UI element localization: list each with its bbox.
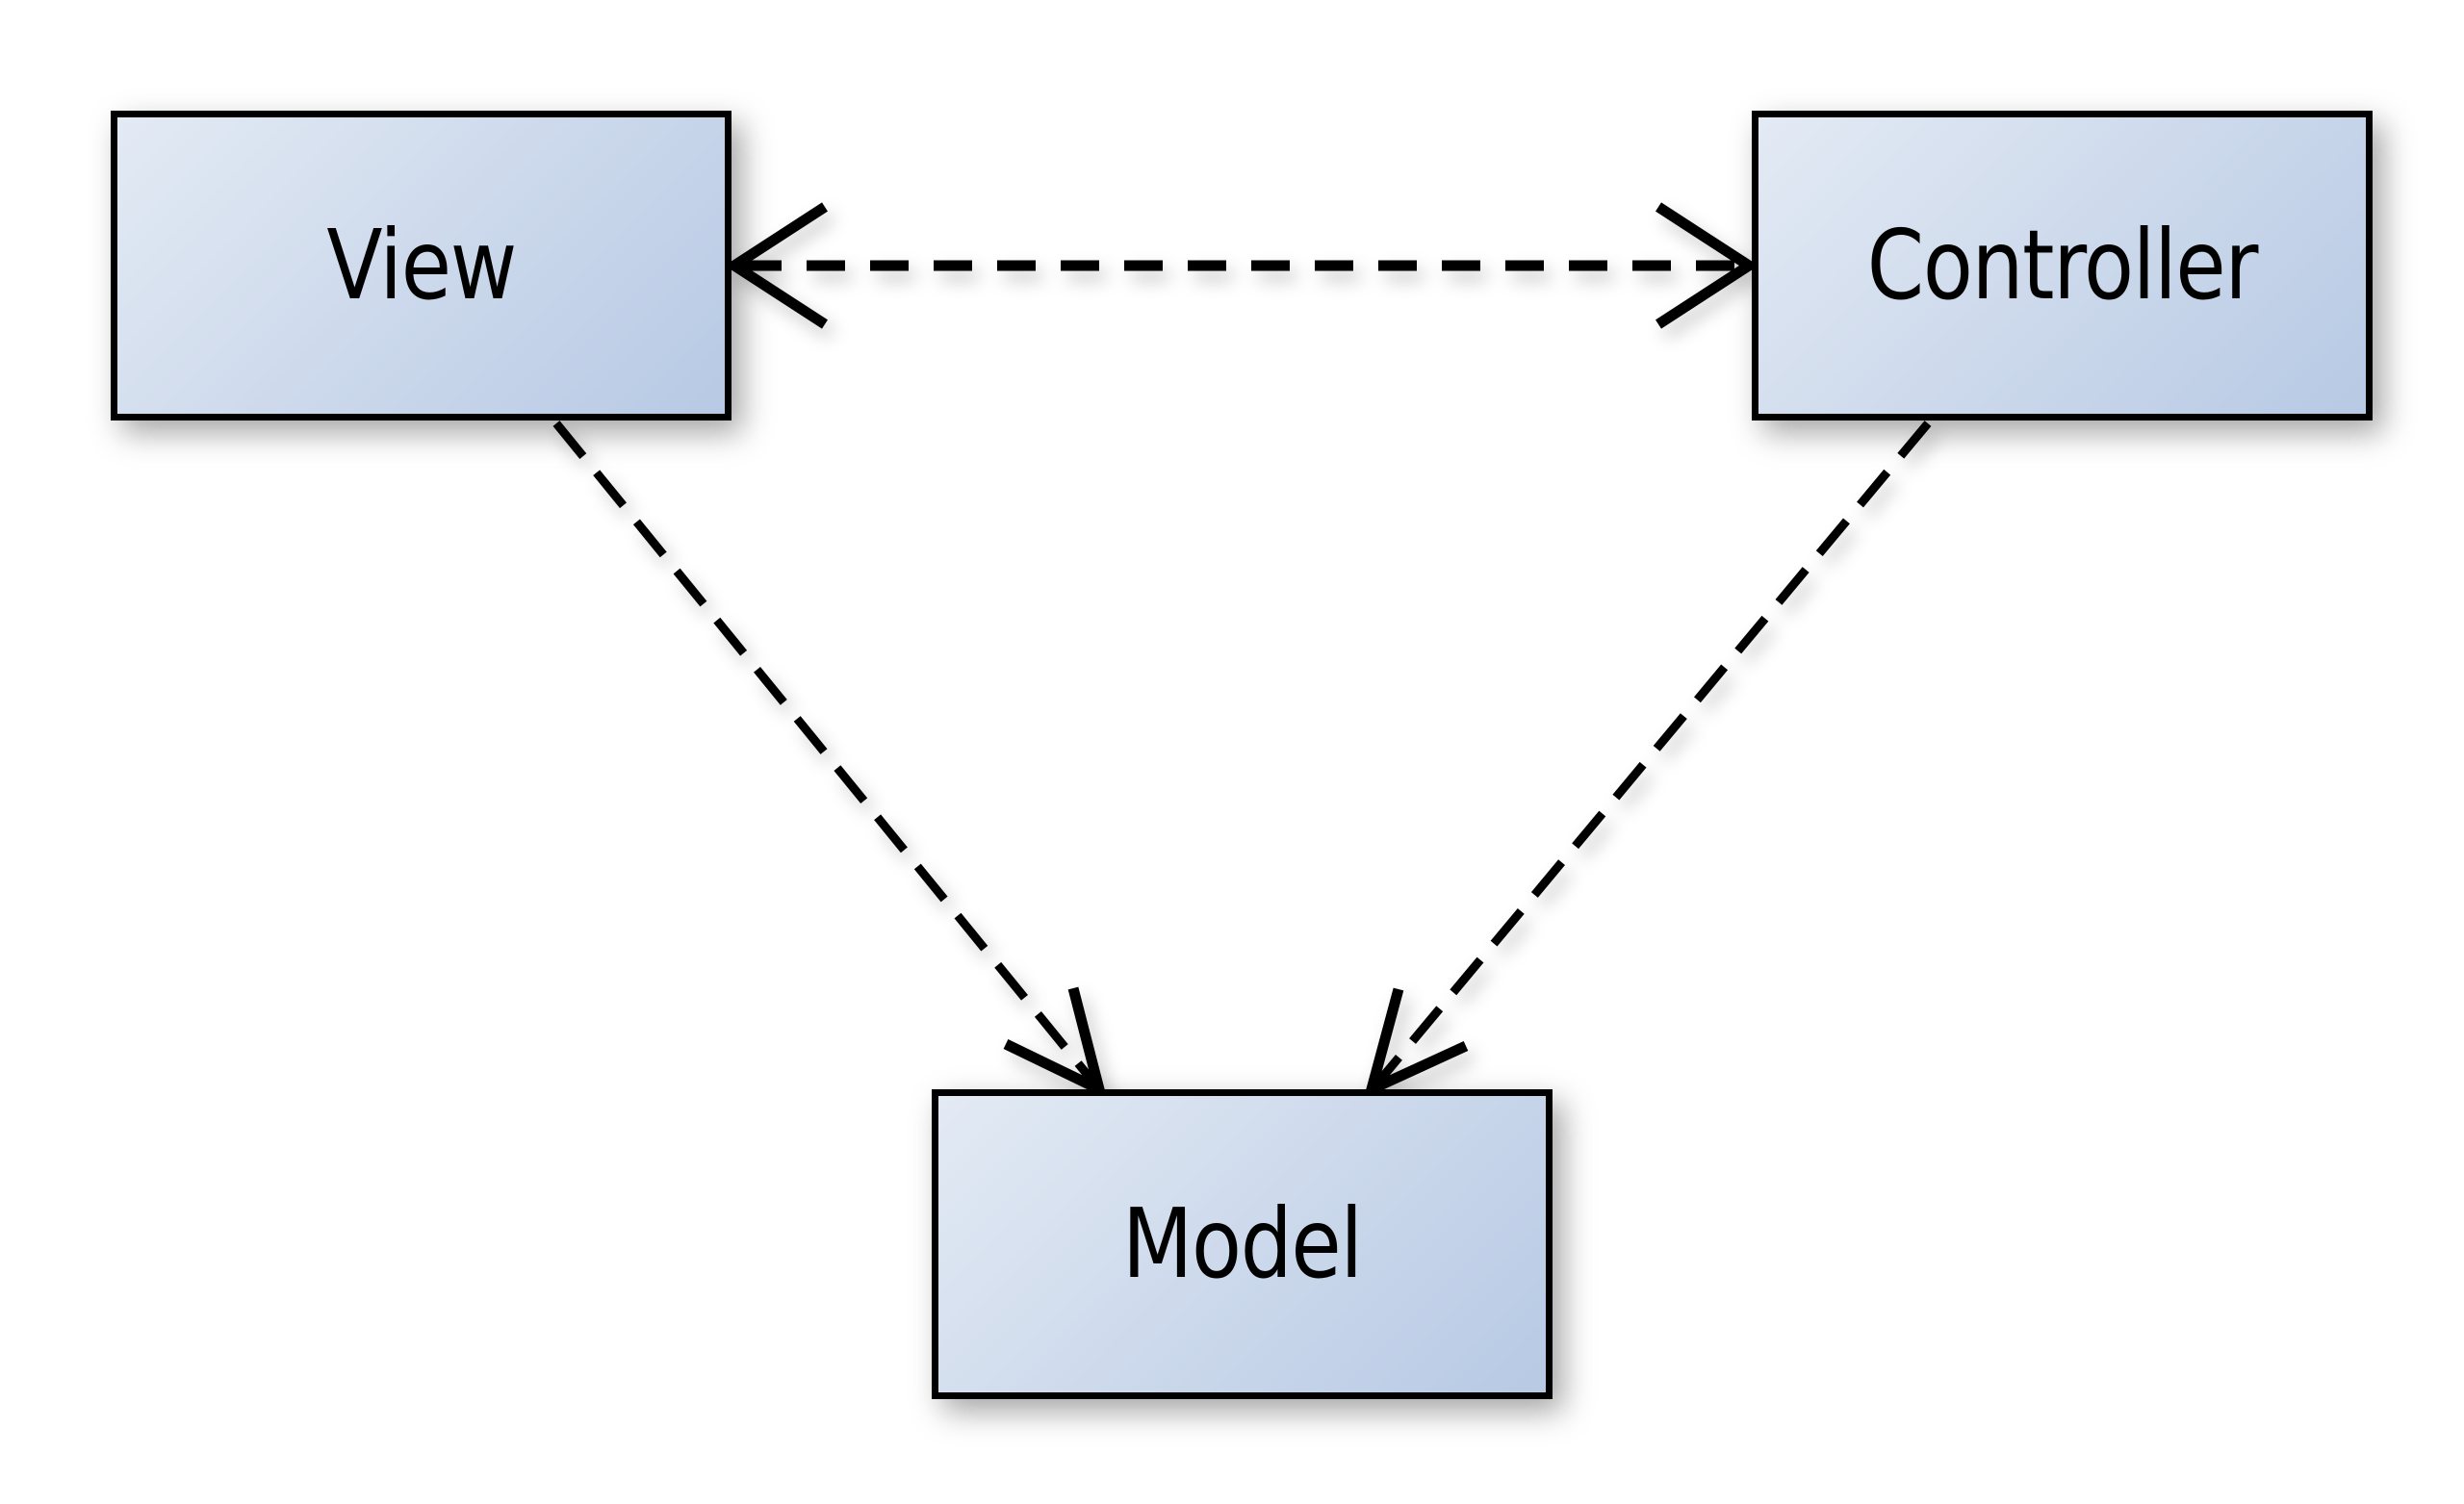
node-view: View: [111, 111, 732, 421]
node-controller-label: Controller: [1866, 209, 2259, 321]
node-view-label: View: [326, 209, 517, 321]
edge-controller-model: [1363, 421, 1932, 1099]
arrowhead-right-icon: [1656, 202, 1759, 329]
edge-view-controller: [724, 202, 1759, 329]
edge-controller-model-line: [1373, 421, 1932, 1087]
edge-view-model-line: [552, 421, 1099, 1087]
arrowhead-left-icon: [724, 202, 828, 329]
node-controller: Controller: [1752, 111, 2373, 421]
node-model: Model: [932, 1089, 1553, 1399]
node-model-label: Model: [1122, 1187, 1363, 1300]
edge-view-model: [552, 421, 1108, 1100]
